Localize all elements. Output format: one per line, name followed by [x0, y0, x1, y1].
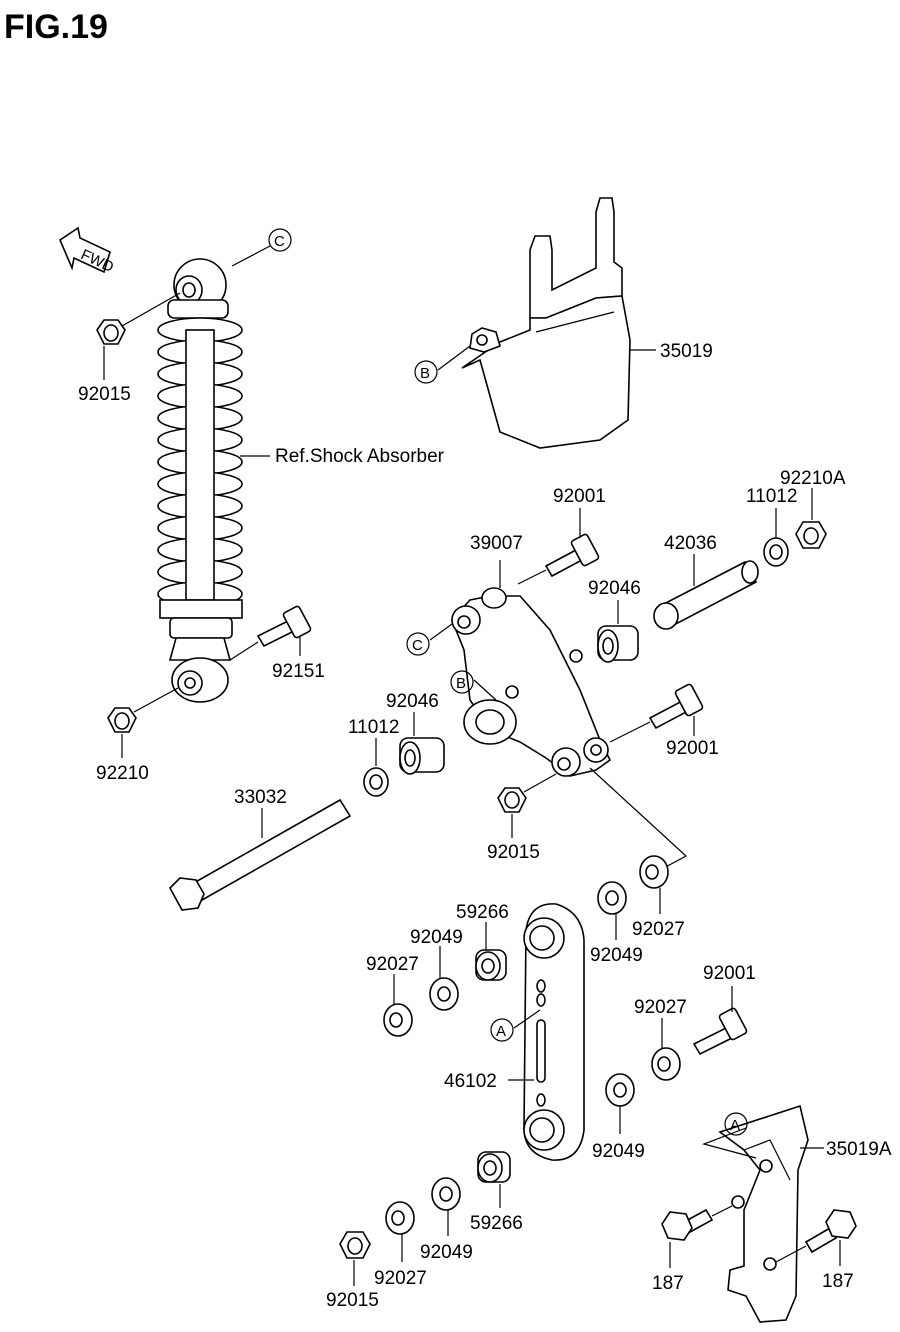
ref-a-circle-mid: [490, 1018, 514, 1042]
shock-absorber: [157, 258, 243, 703]
label-33032: 33032: [234, 787, 287, 808]
ref-c-top: C: [274, 233, 285, 250]
label-39007: 39007: [470, 533, 523, 554]
rocker-arm-39007: [451, 587, 612, 777]
label-92210A: 92210A: [780, 468, 846, 489]
coil-spring: [157, 317, 243, 607]
label-92015-mid: 92015: [487, 842, 540, 863]
ref-b-mid: B: [456, 675, 466, 692]
label-92015-bot: 92015: [326, 1290, 379, 1311]
label-187-left: 187: [652, 1273, 684, 1294]
label-92049-right: 92049: [590, 945, 643, 966]
label-92151: 92151: [272, 661, 325, 682]
nut-92015-mid: [497, 787, 527, 813]
washer-92049-low: [605, 1073, 635, 1107]
ref-a-circle-low: [724, 1112, 748, 1136]
bolt-92001-top: [544, 533, 600, 578]
bolt-92001-mid: [648, 683, 704, 730]
label-11012-right: 11012: [746, 486, 797, 507]
label-92046-right: 92046: [588, 578, 641, 599]
nut-92210A: [795, 521, 827, 549]
label-92027-bot: 92027: [374, 1268, 427, 1289]
label-187-right: 187: [822, 1271, 854, 1292]
ref-a-mid: A: [496, 1023, 506, 1040]
seal-11012-left: [363, 767, 389, 797]
bolt-187-left: [661, 1208, 714, 1241]
bolt-187-right: [804, 1209, 857, 1254]
label-ref-shock-absorber: Ref.Shock Absorber: [275, 446, 445, 467]
ref-b-circle-top: [414, 360, 438, 384]
label-92210: 92210: [96, 763, 149, 784]
tie-rod-46102: [523, 903, 585, 1161]
washer-92027-left: [383, 1003, 413, 1037]
washer-92049-bot: [431, 1177, 461, 1211]
ref-c-circle-mid: [406, 632, 430, 656]
seal-11012-right: [763, 537, 789, 567]
washer-92049-top: [429, 977, 459, 1011]
label-92015-top: 92015: [78, 384, 131, 405]
collar-42036: [653, 560, 759, 630]
label-59266-top: 59266: [456, 902, 509, 923]
bushing-59266-top: [475, 949, 507, 981]
washer-92027-bot: [385, 1201, 415, 1235]
label-35019A: 35019A: [826, 1139, 892, 1160]
ref-c-mid: C: [412, 637, 423, 654]
label-92049-bot: 92049: [420, 1242, 473, 1263]
bearing-92046-left: [399, 737, 445, 775]
nut-92210: [107, 707, 137, 733]
guard-35019: [461, 197, 631, 449]
label-92049-top: 92049: [410, 927, 463, 948]
bushing-59266-low: [477, 1151, 511, 1183]
bolt-92001-low: [692, 1007, 748, 1056]
fwd-arrow-icon: FWD: [59, 226, 116, 276]
bolt-33032: [169, 798, 352, 911]
label-92001-low: 92001: [703, 963, 756, 984]
label-92027-left: 92027: [366, 954, 419, 975]
nut-92015-top: [96, 319, 126, 345]
nut-92015-bot: [339, 1231, 371, 1259]
label-35019: 35019: [660, 341, 713, 362]
figure-title: FIG.19: [4, 8, 108, 46]
label-92049-low: 92049: [592, 1141, 645, 1162]
label-92027-mid: 92027: [634, 997, 687, 1018]
washer-92049-right: [597, 881, 627, 915]
label-11012-left: 11012: [348, 717, 399, 738]
label-92027-right: 92027: [632, 919, 685, 940]
label-92001-mid: 92001: [666, 738, 719, 759]
label-92001-top: 92001: [553, 486, 606, 507]
bolt-92151: [256, 605, 312, 648]
label-42036: 42036: [664, 533, 717, 554]
bearing-92046-right: [597, 625, 639, 663]
ref-b-circle-mid: [450, 670, 474, 694]
ref-c-circle-top: [268, 228, 292, 252]
label-59266-low: 59266: [470, 1213, 523, 1234]
ref-a-low: A: [730, 1117, 740, 1134]
label-92046-left: 92046: [386, 691, 439, 712]
washer-92027-mid: [651, 1047, 681, 1081]
label-46102: 46102: [444, 1071, 497, 1092]
guard-35019A: [718, 1104, 809, 1323]
ref-b-top: B: [420, 365, 430, 382]
washer-92027-right: [639, 855, 669, 889]
